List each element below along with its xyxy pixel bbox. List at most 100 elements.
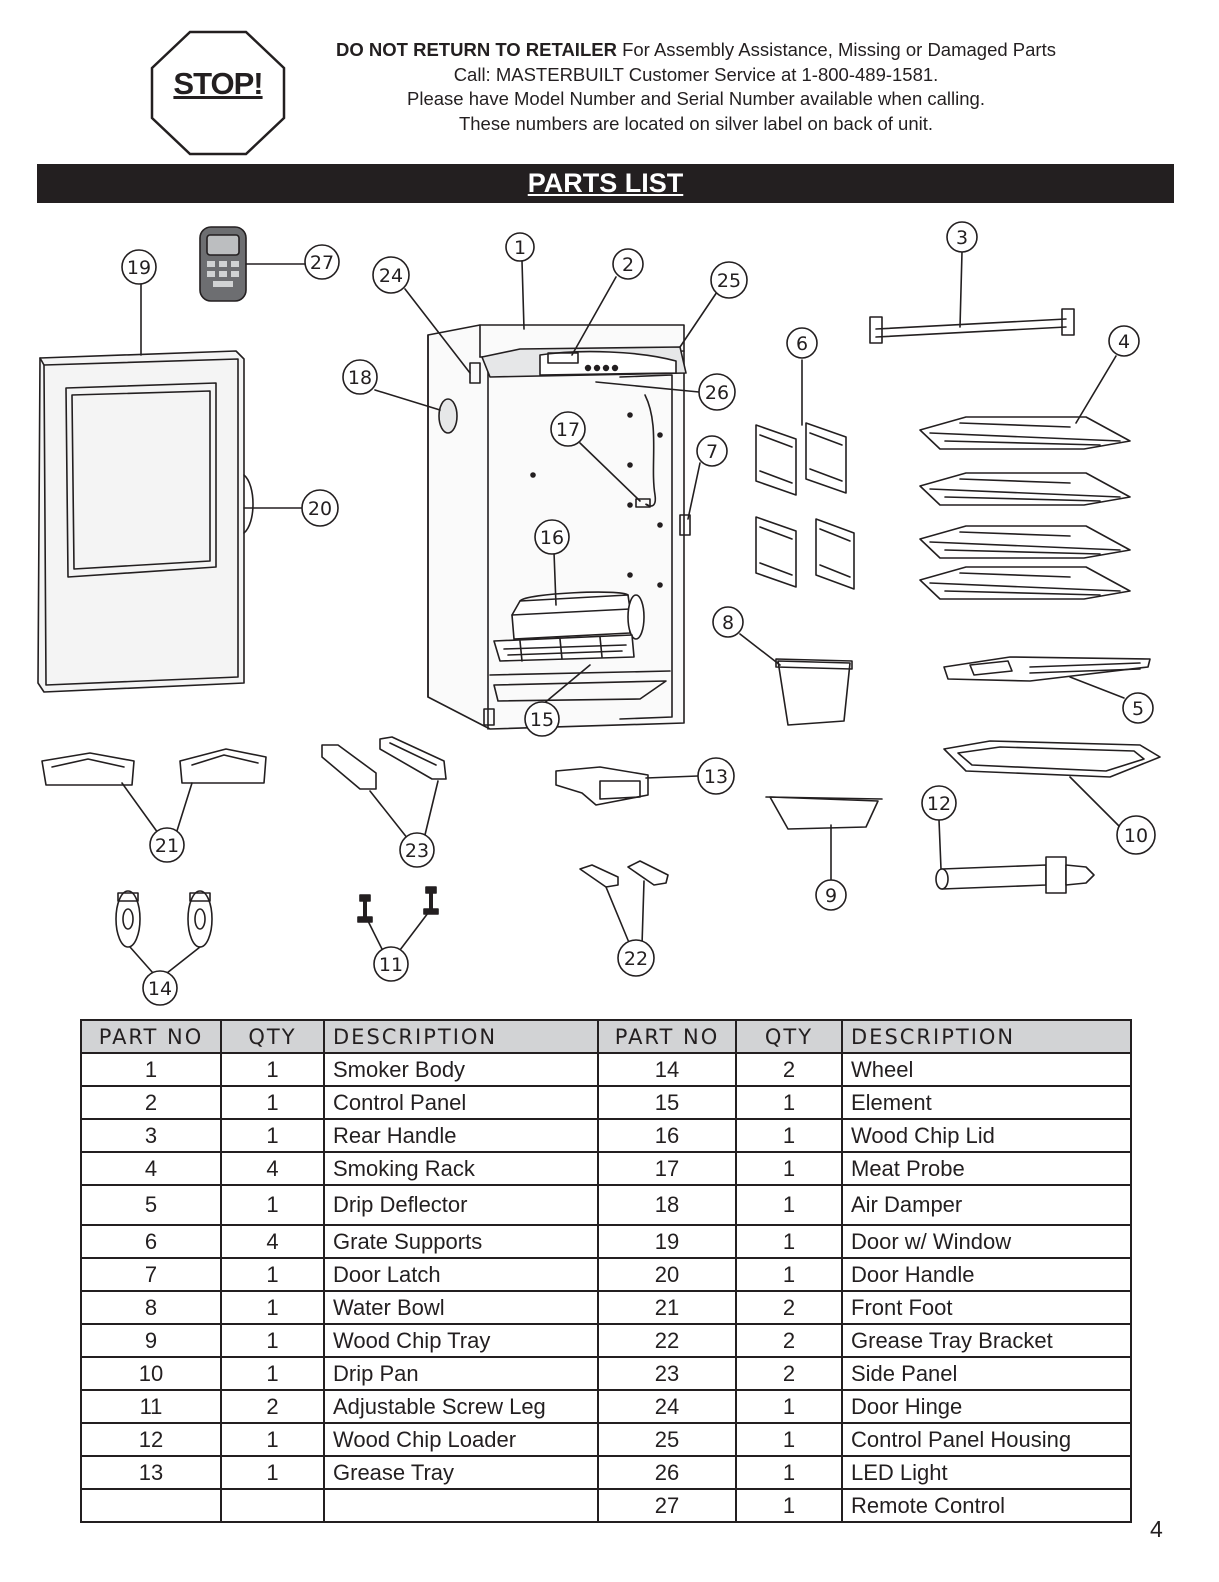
header-part-no-right: PART NO — [597, 1019, 737, 1054]
description: Remote Control — [841, 1488, 1132, 1523]
callout-24-label: 24 — [379, 265, 403, 287]
callout-11: 11 — [373, 946, 409, 982]
drip-deflector-illustration — [943, 656, 1151, 682]
qty — [220, 1488, 325, 1523]
part-no: 10 — [80, 1356, 222, 1391]
parts-table: PART NO QTY DESCRIPTION PART NO QTY DESC… — [80, 1019, 1132, 1523]
callout-17: 17 — [550, 411, 586, 447]
parts-list-title: PARTS LIST — [527, 168, 684, 198]
qty: 2 — [735, 1356, 843, 1391]
callout-4: 4 — [1108, 325, 1140, 357]
stop-sign-icon — [150, 30, 286, 156]
callout-21: 21 — [149, 827, 185, 863]
notice-lead-rest: For Assembly Assistance, Missing or Dama… — [616, 39, 1056, 60]
qty: 1 — [735, 1389, 843, 1424]
notice-lead: DO NOT RETURN TO RETAILER — [336, 39, 617, 60]
callout-25-label: 25 — [717, 270, 741, 292]
qty: 1 — [735, 1118, 843, 1153]
description: Drip Deflector — [323, 1184, 599, 1226]
callout-20-label: 20 — [308, 498, 332, 520]
callout-13-label: 13 — [704, 766, 728, 788]
description: Control Panel — [323, 1085, 599, 1120]
smoking-racks-illustration — [919, 416, 1131, 600]
water-bowl-illustration — [775, 658, 853, 726]
callout-2-label: 2 — [622, 254, 634, 276]
callout-17-label: 17 — [556, 419, 580, 441]
qty: 1 — [735, 1224, 843, 1259]
callout-8: 8 — [712, 606, 744, 638]
wood-chip-tray-illustration — [765, 796, 883, 830]
qty: 1 — [220, 1323, 325, 1358]
qty: 1 — [220, 1455, 325, 1490]
part-no: 4 — [80, 1151, 222, 1186]
description: Door Latch — [323, 1257, 599, 1292]
part-no: 1 — [80, 1052, 222, 1087]
callout-11-label: 11 — [379, 954, 403, 976]
callout-27: 27 — [304, 244, 340, 280]
table-header-row: PART NO QTY DESCRIPTION PART NO QTY DESC… — [80, 1019, 1132, 1054]
qty: 1 — [735, 1422, 843, 1457]
customer-service-notice: DO NOT RETURN TO RETAILER For Assembly A… — [296, 38, 1096, 136]
callout-1: 1 — [505, 232, 535, 262]
qty: 1 — [220, 1422, 325, 1457]
callout-22-label: 22 — [624, 948, 648, 970]
part-no: 2 — [80, 1085, 222, 1120]
description: Wood Chip Lid — [841, 1118, 1132, 1153]
callout-9-label: 9 — [825, 885, 837, 907]
callout-25: 25 — [710, 261, 748, 299]
description: Air Damper — [841, 1184, 1132, 1226]
description: Drip Pan — [323, 1356, 599, 1391]
description: Water Bowl — [323, 1290, 599, 1325]
callout-8-label: 8 — [722, 612, 734, 634]
part-no: 8 — [80, 1290, 222, 1325]
description: Smoker Body — [323, 1052, 599, 1087]
callout-7: 7 — [696, 435, 728, 467]
description: Door w/ Window — [841, 1224, 1132, 1259]
callout-4-label: 4 — [1118, 331, 1130, 353]
callout-10-label: 10 — [1124, 825, 1148, 847]
qty: 1 — [220, 1257, 325, 1292]
side-panels-illustration — [321, 736, 447, 790]
page-number: 4 — [1150, 1516, 1163, 1542]
qty: 1 — [735, 1184, 843, 1226]
callout-21-label: 21 — [155, 835, 179, 857]
description: Wood Chip Loader — [323, 1422, 599, 1457]
part-no: 23 — [597, 1356, 737, 1391]
qty: 1 — [220, 1290, 325, 1325]
description: Grease Tray — [323, 1455, 599, 1490]
callout-6: 6 — [786, 327, 818, 359]
description: Grate Supports — [323, 1224, 599, 1259]
description: LED Light — [841, 1455, 1132, 1490]
callout-16-label: 16 — [540, 527, 564, 549]
callout-19-label: 19 — [127, 257, 151, 279]
description: Meat Probe — [841, 1151, 1132, 1186]
drip-pan-illustration — [943, 740, 1161, 778]
part-no — [80, 1488, 222, 1523]
callout-12: 12 — [921, 785, 957, 821]
grease-tray-illustration — [555, 766, 649, 806]
part-no: 22 — [597, 1323, 737, 1358]
callout-10: 10 — [1116, 815, 1156, 855]
part-no: 16 — [597, 1118, 737, 1153]
part-no: 3 — [80, 1118, 222, 1153]
callout-13: 13 — [697, 757, 735, 795]
part-no: 26 — [597, 1455, 737, 1490]
callout-7-label: 7 — [706, 441, 718, 463]
description: Rear Handle — [323, 1118, 599, 1153]
part-no: 12 — [80, 1422, 222, 1457]
description: Control Panel Housing — [841, 1422, 1132, 1457]
description: Side Panel — [841, 1356, 1132, 1391]
callout-6-label: 6 — [796, 333, 808, 355]
callout-19: 19 — [121, 249, 157, 285]
part-no: 6 — [80, 1224, 222, 1259]
part-no: 13 — [80, 1455, 222, 1490]
parts-list-banner: PARTS LIST — [37, 164, 1174, 203]
callout-15-label: 15 — [530, 709, 554, 731]
part-no: 24 — [597, 1389, 737, 1424]
callout-24: 24 — [372, 256, 410, 294]
parts-diagram-svg: 1 2 3 4 5 6 7 8 9 10 11 12 13 14 15 16 1… — [37, 221, 1161, 1006]
qty: 1 — [735, 1151, 843, 1186]
